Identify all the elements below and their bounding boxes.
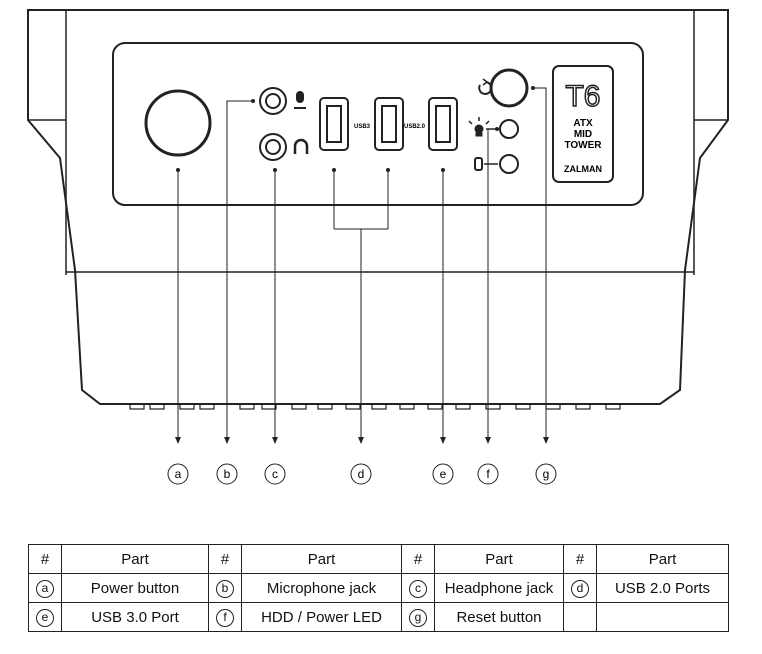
table-cell-part: Power button <box>61 573 209 603</box>
parts-table: # Part # Part # Part # Part a Power butt… <box>28 544 729 632</box>
svg-text:c: c <box>272 467 278 481</box>
microphone-icon <box>294 91 306 109</box>
table-header: Part <box>596 544 729 574</box>
table-cell-id: e <box>28 602 62 632</box>
table-cell-id: a <box>28 573 62 603</box>
table-row: e USB 3.0 Port f HDD / Power LED g Reset… <box>28 602 729 632</box>
svg-text:d: d <box>358 467 365 481</box>
front-panel-diagram: USB3 USB2.0 T6 ATX MID TOWER ZALMAN <box>27 9 729 485</box>
svg-text:g: g <box>543 467 550 481</box>
table-header: Part <box>434 544 564 574</box>
table-header: # <box>401 544 435 574</box>
table-header: Part <box>61 544 209 574</box>
power-led <box>499 119 519 139</box>
table-header-row: # Part # Part # Part # Part <box>28 544 729 574</box>
case-feet <box>110 403 650 410</box>
table-cell-part: USB 2.0 Ports <box>596 573 729 603</box>
table-cell-id: f <box>208 602 242 632</box>
reset-icon <box>478 81 493 95</box>
logo-line2: MID <box>574 129 592 140</box>
table-header: # <box>28 544 62 574</box>
callout-d: d <box>350 463 372 485</box>
callout-a: a <box>167 463 189 485</box>
logo-line1: ATX <box>573 118 593 129</box>
table-cell-part: HDD / Power LED <box>241 602 402 632</box>
reset-button[interactable] <box>489 68 529 108</box>
leader-arrowheads <box>175 437 549 444</box>
table-cell-id: b <box>208 573 242 603</box>
table-header: Part <box>241 544 402 574</box>
hdd-led-icon <box>474 157 483 171</box>
usb20-label: USB2.0 <box>404 124 426 130</box>
callout-b: b <box>216 463 238 485</box>
callout-e: e <box>432 463 454 485</box>
svg-text:e: e <box>440 467 447 481</box>
logo-brand: ZALMAN <box>564 164 602 174</box>
power-button[interactable] <box>144 89 212 157</box>
io-panel <box>112 42 644 206</box>
table-cell-part: USB 3.0 Port <box>61 602 209 632</box>
headphone-icon <box>293 138 309 154</box>
headphone-jack[interactable] <box>259 133 287 161</box>
logo-line3: TOWER <box>564 140 602 151</box>
svg-text:a: a <box>175 467 182 481</box>
table-cell-part: Headphone jack <box>434 573 564 603</box>
microphone-jack[interactable] <box>259 87 287 115</box>
table-cell-part: Reset button <box>434 602 564 632</box>
callout-g: g <box>535 463 557 485</box>
svg-text:b: b <box>224 467 231 481</box>
table-cell-id: g <box>401 602 435 632</box>
hdd-led <box>499 154 519 174</box>
table-cell-part: Microphone jack <box>241 573 402 603</box>
leader-dots <box>176 86 535 172</box>
table-header: # <box>208 544 242 574</box>
table-cell-id: d <box>563 573 597 603</box>
logo-model: T6 <box>565 80 600 113</box>
leader-lines <box>177 87 547 440</box>
power-led-icon <box>468 117 490 137</box>
svg-text:f: f <box>486 467 490 481</box>
table-header: # <box>563 544 597 574</box>
table-cell-id: c <box>401 573 435 603</box>
logo-badge: T6 ATX MID TOWER ZALMAN <box>552 65 614 183</box>
case-body <box>27 9 729 405</box>
usb-port-3[interactable] <box>428 97 458 151</box>
callout-c: c <box>264 463 286 485</box>
usb-port-1[interactable] <box>319 97 349 151</box>
table-cell-id <box>563 602 597 632</box>
usb-port-2[interactable] <box>374 97 404 151</box>
table-row: a Power button b Microphone jack c Headp… <box>28 573 729 603</box>
usb3-label: USB3 <box>354 124 371 130</box>
callouts: a b c d e f g <box>167 463 557 485</box>
callout-f: f <box>477 463 499 485</box>
table-cell-part <box>596 602 729 632</box>
